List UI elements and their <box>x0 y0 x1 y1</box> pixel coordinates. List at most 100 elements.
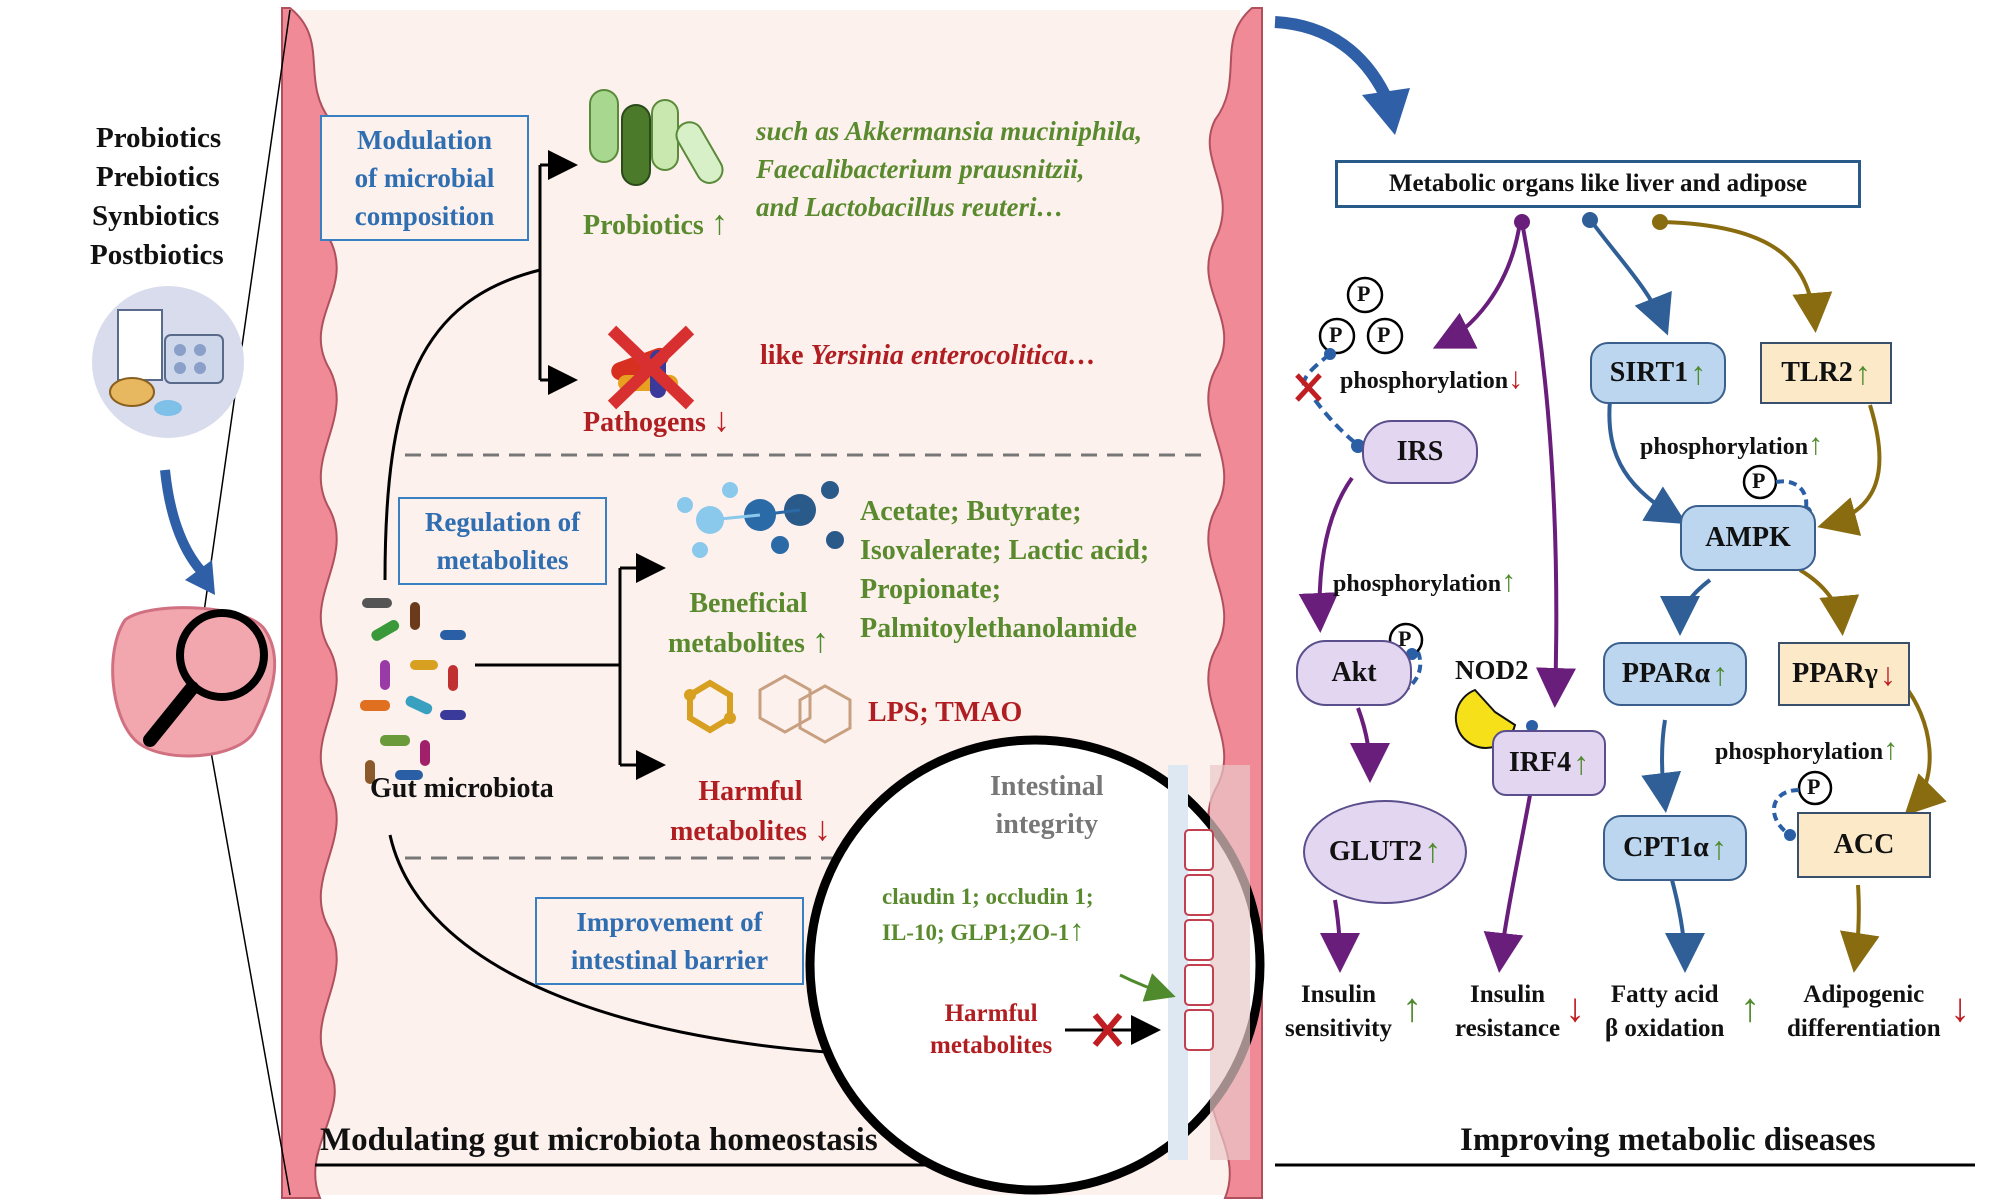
outcome-adipogenic: Adipogenic differentiation <box>1787 981 1941 1042</box>
outcome-insulin-resistance: Insulin resistance <box>1455 981 1561 1042</box>
probiotics-example-2: Faecalibacterium prausnitzii, <box>756 154 1085 184</box>
node-akt: Akt <box>1296 640 1412 706</box>
up-arrow-icon: ↑ <box>1808 428 1824 461</box>
arrow-to-gut <box>160 469 209 579</box>
outcome-fatty-acid: Fatty acid β oxidation <box>1605 981 1725 1042</box>
pathogens-label: Pathogens ↓ <box>583 402 730 440</box>
up-arrow-icon: ↑ <box>710 205 728 242</box>
probiotics-label: Probiotics ↑ <box>583 205 728 243</box>
phosphate-acc <box>1772 770 1833 841</box>
modulation-line-1: Modulation <box>356 125 493 155</box>
pathogens-prefix: like <box>760 340 811 371</box>
up-arrow-icon: ↑ <box>1854 354 1871 391</box>
integrity-harmful-line-2: metabolites <box>930 1032 1053 1059</box>
phosphate-label-acc: P <box>1807 774 1821 799</box>
arrow-pparg-acc <box>1898 678 1947 816</box>
supplement-synbiotics: Synbiotics <box>92 200 220 232</box>
regulation-line-1: Regulation of <box>424 507 581 537</box>
up-arrow-icon: ↑ <box>1740 985 1760 1030</box>
supplement-postbiotics: Postbiotics <box>90 239 224 271</box>
barrier-line-2: intestinal barrier <box>570 945 769 975</box>
harmful-line-1: Harmful <box>698 776 803 807</box>
up-arrow-icon: ↑ <box>1712 655 1729 692</box>
arrow-akt-glut2 <box>1349 707 1390 783</box>
integrity-item-1: claudin 1; occludin 1; <box>882 884 1094 909</box>
integrity-line-1: Intestinal <box>990 771 1104 802</box>
up-arrow-icon: ↑ <box>1402 985 1422 1030</box>
phosphate-cluster-irs <box>1295 276 1404 453</box>
probiotics-illustration <box>589 89 724 186</box>
beneficial-molecules-illustration <box>677 481 844 558</box>
modulation-box: Modulation of microbial composition <box>320 115 529 241</box>
arrow-irs-akt <box>1298 476 1354 633</box>
integrity-harmful-line-1: Harmful <box>944 1000 1038 1027</box>
arrow-ampk-ppara <box>1660 578 1712 636</box>
down-arrow-icon: ↓ <box>1508 362 1524 395</box>
probiotics-example-1: such as Akkermansia muciniphila, <box>756 116 1143 146</box>
up-arrow-icon: ↑ <box>1710 829 1727 866</box>
node-sirt1: SIRT1↑ <box>1590 342 1726 404</box>
phosphorylation-akt: phosphorylation↑ <box>1333 565 1517 598</box>
arrow-organs-sirt1 <box>1590 220 1672 336</box>
arrow-organs-irf4 <box>1520 221 1576 708</box>
up-arrow-icon: ↑ <box>1573 744 1590 781</box>
down-arrow-icon: ↓ <box>813 811 831 848</box>
probiotics-examples: such as Akkermansia muciniphila, Faecali… <box>756 112 1142 226</box>
zoom-line-bottom <box>199 689 291 1196</box>
magnifier-icon <box>176 609 268 701</box>
up-arrow-icon: ↑ <box>1069 914 1085 947</box>
phosphate-label-1: P <box>1357 281 1371 306</box>
regulation-box: Regulation of metabolites <box>398 497 607 585</box>
beneficial-item-4: Palmitoylethanolamide <box>860 613 1137 644</box>
up-arrow-icon: ↑ <box>1883 733 1899 766</box>
arrow-irf4-resistance <box>1483 794 1532 973</box>
arrow-organs-tlr2 <box>1661 220 1833 333</box>
pathogens-illustration <box>607 325 695 410</box>
modulation-line-3: composition <box>354 201 495 231</box>
supplement-prebiotics: Prebiotics <box>96 161 220 193</box>
outcome-insulin-sensitivity: Insulin sensitivity <box>1285 981 1392 1042</box>
integrity-title: Intestinal integrity <box>990 768 1104 844</box>
beneficial-item-2: Isovalerate; Lactic acid; <box>860 535 1150 566</box>
up-arrow-icon: ↑ <box>1424 833 1442 870</box>
epithelium-cells <box>1184 829 1214 1051</box>
phosphorylation-acc: phosphorylation↑ <box>1715 733 1899 766</box>
arrow-cpt1a-fatty <box>1664 879 1705 973</box>
integrity-zoom-circle <box>805 735 1265 1195</box>
node-irs: IRS <box>1362 420 1478 484</box>
modulation-line-2: of microbial <box>354 163 495 193</box>
barrier-box: Improvement of intestinal barrier <box>535 897 804 985</box>
integrity-line-2: integrity <box>995 809 1099 840</box>
phosphate-label-3: P <box>1377 322 1391 347</box>
node-irf4: IRF4↑ <box>1492 730 1606 796</box>
pathogens-example: like Yersinia enterocolitica… <box>760 340 1096 372</box>
phosphorylation-irs: phosphorylation↓ <box>1340 362 1524 395</box>
organs-box: Metabolic organs like liver and adipose <box>1335 160 1861 208</box>
node-cpt1a: CPT1α↑ <box>1603 815 1747 881</box>
gut-microbiota-label: Gut microbiota <box>370 773 554 804</box>
phosphate-label-ampk: P <box>1752 468 1766 493</box>
microbiota-cluster <box>360 598 466 784</box>
harmful-molecules-illustration <box>684 674 852 744</box>
down-arrow-icon: ↓ <box>712 402 730 439</box>
beneficial-item-3: Propionate; <box>860 574 1002 605</box>
up-arrow-icon: ↑ <box>1690 354 1707 391</box>
arrow-organs-irs <box>1432 221 1522 349</box>
down-arrow-icon: ↓ <box>1565 985 1585 1030</box>
beneficial-line-1: Beneficial <box>689 588 808 619</box>
label-nod2: NOD2 <box>1455 655 1529 685</box>
node-tlr2: TLR2↑ <box>1760 342 1892 404</box>
down-arrow-icon: ↓ <box>1950 985 1970 1030</box>
harmful-label: Harmful metabolites ↓ <box>670 773 831 851</box>
supplement-probiotics: Probiotics <box>96 122 222 154</box>
right-panel-title: Improving metabolic diseases <box>1460 1122 1876 1158</box>
pathogens-label-text: Pathogens <box>583 407 706 438</box>
connector-microbiota-barrier <box>388 834 886 1070</box>
harmful-list: LPS; TMAO <box>868 697 1023 728</box>
integrity-harmful: Harmful metabolites <box>930 998 1052 1062</box>
barrier-line-1: Improvement of <box>576 907 763 937</box>
arrow-tlr2-ampk <box>1817 404 1882 536</box>
integrity-list: claudin 1; occludin 1; IL-10; GLP1;ZO-1↑ <box>882 880 1094 950</box>
probiotics-example-3: and Lactobacillus reuteri… <box>756 192 1064 222</box>
